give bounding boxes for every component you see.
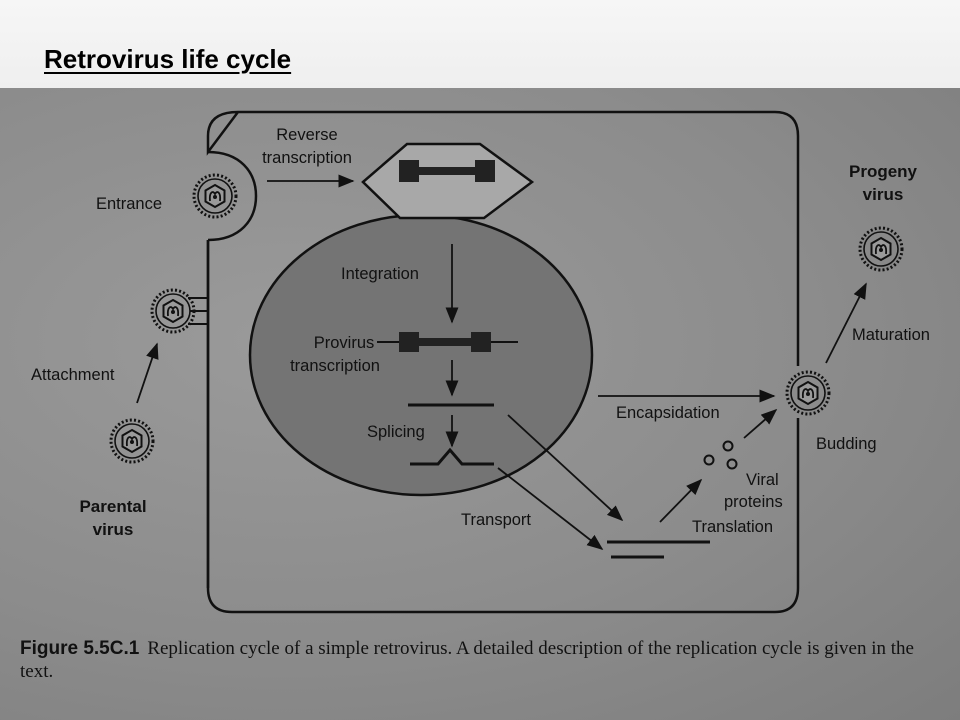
provirus-ltr-right [471, 332, 491, 352]
label-encapsidation: Encapsidation [616, 404, 720, 422]
label-parental-line1: Parental [79, 497, 146, 516]
label-entrance: Entrance [96, 195, 162, 213]
figure-number: Figure 5.5C.1 [20, 638, 140, 659]
progeny-virus-icon [858, 226, 904, 272]
label-parental-line2: virus [93, 520, 134, 539]
slide-title: Retrovirus life cycle [44, 44, 292, 74]
rt-dna-block-right [475, 160, 495, 182]
reverse-transcription-complex [361, 142, 535, 220]
label-provirus-line2: transcription [290, 357, 380, 375]
membrane-invagination [207, 150, 258, 242]
figure-caption-text: Replication cycle of a simple retrovirus… [20, 638, 914, 682]
maturation-arrow [825, 282, 867, 364]
label-reverse-line1: Reverse [276, 126, 337, 144]
label-attachment: Attachment [31, 366, 115, 384]
entering-virus-icon [192, 173, 238, 219]
attachment-arrow [136, 342, 159, 404]
label-reverse-line2: transcription [262, 149, 352, 167]
label-progeny-line2: virus [863, 185, 904, 204]
label-integration: Integration [341, 265, 419, 283]
rt-dna-link [419, 167, 475, 175]
rt-dna-block-left [399, 160, 419, 182]
transport-arrow-unspliced [507, 414, 624, 522]
parental-virus-icon [109, 418, 155, 464]
label-viral-proteins-line1: Viral [746, 471, 779, 489]
label-translation: Translation [692, 518, 773, 536]
budding-virus-icon [785, 370, 831, 416]
label-budding: Budding [816, 435, 877, 453]
nucleus [248, 213, 594, 497]
cell-membrane [206, 110, 800, 614]
proteins-to-budding-arrow [743, 408, 778, 439]
transport-arrow-spliced [497, 467, 604, 550]
label-splicing: Splicing [367, 423, 425, 441]
label-provirus-line1: Provirus [314, 334, 375, 352]
label-progeny-line1: Progeny [849, 162, 918, 181]
viral-proteins-icon [703, 440, 738, 470]
label-transport: Transport [461, 511, 531, 529]
provirus-body [419, 338, 471, 346]
label-maturation: Maturation [852, 326, 930, 344]
provirus-ltr-left [399, 332, 419, 352]
attached-virus-icon [150, 288, 196, 334]
label-viral-proteins-line2: proteins [724, 493, 783, 511]
translation-arrow [659, 478, 703, 523]
spliced-rna [410, 447, 494, 466]
attachment-receptors [188, 297, 208, 325]
